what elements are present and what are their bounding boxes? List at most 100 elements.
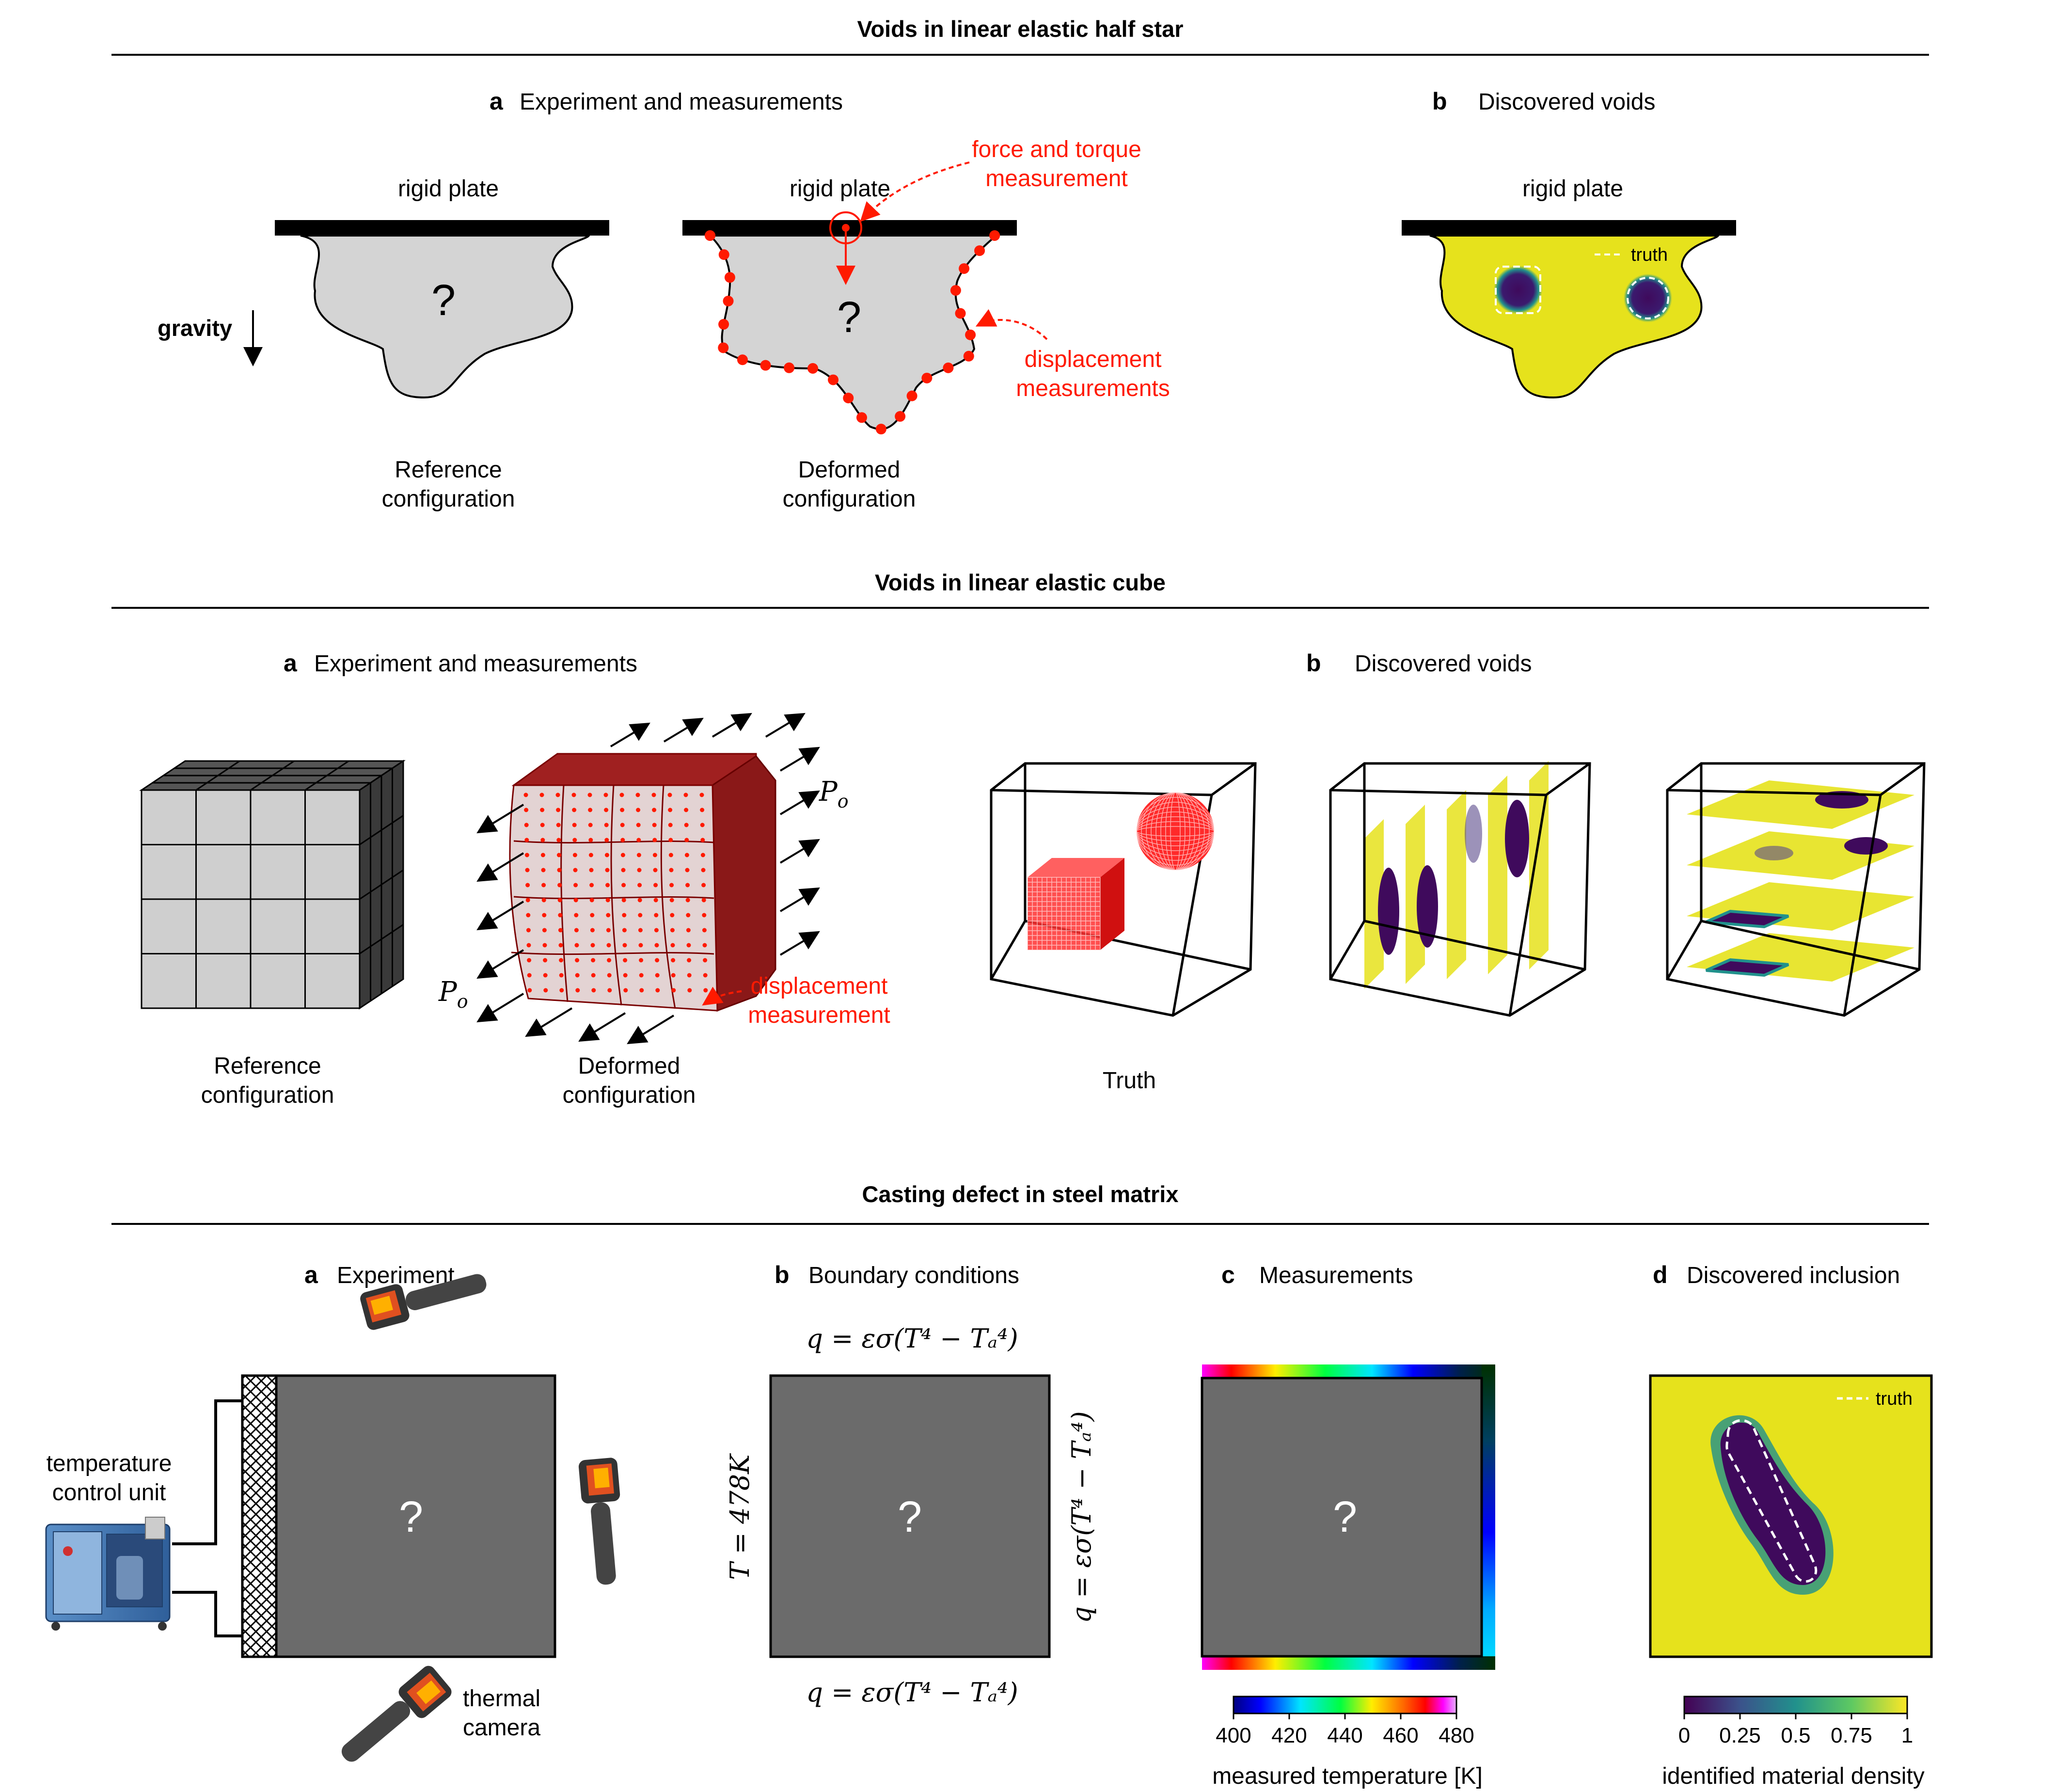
displacement-dot: [724, 272, 735, 283]
truth-void-sphere: [1136, 792, 1215, 871]
panel-b-letter: b: [1306, 650, 1321, 677]
displacement-dot: [950, 285, 961, 296]
displacement-label-2: measurements: [1016, 376, 1170, 401]
displacement-dot: [965, 329, 976, 340]
heating-plate: [241, 1374, 278, 1658]
discovered-body: [1429, 235, 1720, 399]
displacement-dot: [718, 342, 729, 353]
section3-title: Casting defect in steel matrix: [862, 1181, 1179, 1207]
section2-title: Voids in linear elastic cube: [875, 570, 1166, 595]
discovered-cube-horizontal-slices: [1666, 762, 1926, 1017]
section1-title: Voids in linear elastic half star: [857, 16, 1183, 42]
force-callout: [860, 161, 970, 222]
deformed-label-1: Deformed: [578, 1053, 680, 1079]
displacement-dot: [906, 390, 917, 401]
displacement-dot: [723, 296, 734, 307]
colorbar-tick-label: 400: [1216, 1724, 1251, 1747]
torque-center: [842, 224, 850, 232]
bc-bottom: q = εσ(T⁴ − Tₐ⁴): [806, 1677, 1018, 1708]
void-square: [1494, 266, 1542, 314]
displacement-dot: [705, 230, 715, 241]
force-label-2: measurement: [985, 166, 1127, 191]
steel-unknown: ?: [399, 1493, 423, 1541]
steel-plate: [275, 1374, 556, 1658]
displacement-dot: [760, 360, 771, 371]
measurement-inner-frame: [1201, 1377, 1483, 1658]
temperature-colorbar-ticks: 400 420 440 460 480: [1216, 1713, 1474, 1747]
pressure-label-right: Po: [819, 776, 849, 812]
panel-b-letter: b: [775, 1261, 790, 1288]
colorbar-tick-label: 460: [1383, 1724, 1418, 1747]
temp-unit-label-2: control unit: [52, 1480, 166, 1506]
temperature-colorbar-label: measured temperature [K]: [1212, 1763, 1483, 1789]
measurement-top-edge: [1202, 1364, 1495, 1378]
displacement-measurement-dots: [705, 230, 1000, 435]
thermal-camera-top-icon: [360, 1274, 487, 1330]
gravity-label: gravity: [158, 315, 232, 341]
colorbar-tick-label: 0: [1678, 1724, 1690, 1747]
displacement-dot: [921, 372, 933, 383]
displacement-dot: [875, 424, 886, 435]
panel-c-letter: c: [1221, 1261, 1235, 1288]
displacement-dot: [737, 354, 748, 365]
displacement-dot: [807, 363, 819, 374]
displacement-dot: [955, 308, 966, 319]
rigid-plate-label: rigid plate: [398, 176, 499, 202]
panel-a-letter: a: [304, 1261, 318, 1288]
thermal-camera-label-1: thermal: [463, 1686, 540, 1712]
colorbar-tick-label: 0.5: [1781, 1724, 1810, 1747]
section-half-star: Voids in linear elastic half star a Expe…: [111, 16, 1929, 512]
colorbar-tick-label: 0.75: [1831, 1724, 1872, 1747]
panel-d-letter: d: [1653, 1261, 1668, 1288]
panel-b-title: Discovered voids: [1355, 651, 1532, 677]
panel-a-title: Experiment: [337, 1263, 455, 1288]
deformed-cube: [509, 753, 776, 1012]
panel-d-title: Discovered inclusion: [1687, 1263, 1900, 1288]
displacement-callout: [975, 309, 1048, 340]
rigid-plate-label-deformed: rigid plate: [790, 176, 890, 202]
panel-a-title: Experiment and measurements: [314, 651, 637, 677]
reference-label-1: Reference: [214, 1053, 321, 1079]
displacement-dot: [718, 249, 729, 260]
displacement-dot: [843, 393, 854, 404]
inclusion-truth-legend-label: truth: [1876, 1389, 1913, 1409]
panel-a-letter: a: [284, 650, 298, 677]
reference-body: [300, 235, 591, 399]
bc-domain: [769, 1374, 1051, 1658]
deformed-label-2: configuration: [783, 486, 916, 512]
void-circle: [1624, 274, 1672, 322]
displacement-dot: [856, 412, 867, 423]
bc-unknown: ?: [898, 1493, 922, 1541]
reference-label-1: Reference: [395, 457, 502, 483]
measurement-right-edge: [1482, 1364, 1495, 1670]
colorbar-tick-label: 0.25: [1719, 1724, 1761, 1747]
section-casting: Casting defect in steel matrix a Experim…: [45, 1181, 1933, 1789]
connection-lower: [172, 1591, 242, 1637]
void-square-truth: [1495, 266, 1541, 314]
density-colorbar-label: identified material density: [1662, 1763, 1925, 1789]
colorbar-tick-label: 420: [1271, 1724, 1307, 1747]
colorbar-tick-label: 440: [1327, 1724, 1362, 1747]
thermal-camera-right-icon: [578, 1458, 620, 1585]
density-colorbar: [1683, 1696, 1908, 1714]
thermal-camera-bottom-icon: [341, 1665, 452, 1762]
displacement-dot: [828, 374, 839, 385]
panel-b-title: Discovered voids: [1478, 89, 1655, 115]
displacement-dot: [963, 350, 974, 362]
thermal-camera-label-2: camera: [463, 1715, 540, 1741]
panel-a-title: Experiment and measurements: [520, 89, 843, 115]
inclusion-body: [1720, 1422, 1826, 1585]
displacement-dot: [989, 230, 1000, 241]
displacement-dot: [959, 263, 970, 274]
deformed-label-2: configuration: [563, 1082, 696, 1108]
deformed-label-1: Deformed: [798, 457, 901, 483]
pressure-label-left: Po: [438, 976, 468, 1012]
truth-label: Truth: [1103, 1068, 1156, 1094]
bc-top: q = εσ(T⁴ − Tₐ⁴): [806, 1323, 1018, 1354]
inclusion-truth-outline: [1725, 1419, 1818, 1583]
colorbar-tick-label: 480: [1439, 1724, 1474, 1747]
connection-upper: [172, 1399, 242, 1545]
displacement-dot: [943, 362, 954, 373]
